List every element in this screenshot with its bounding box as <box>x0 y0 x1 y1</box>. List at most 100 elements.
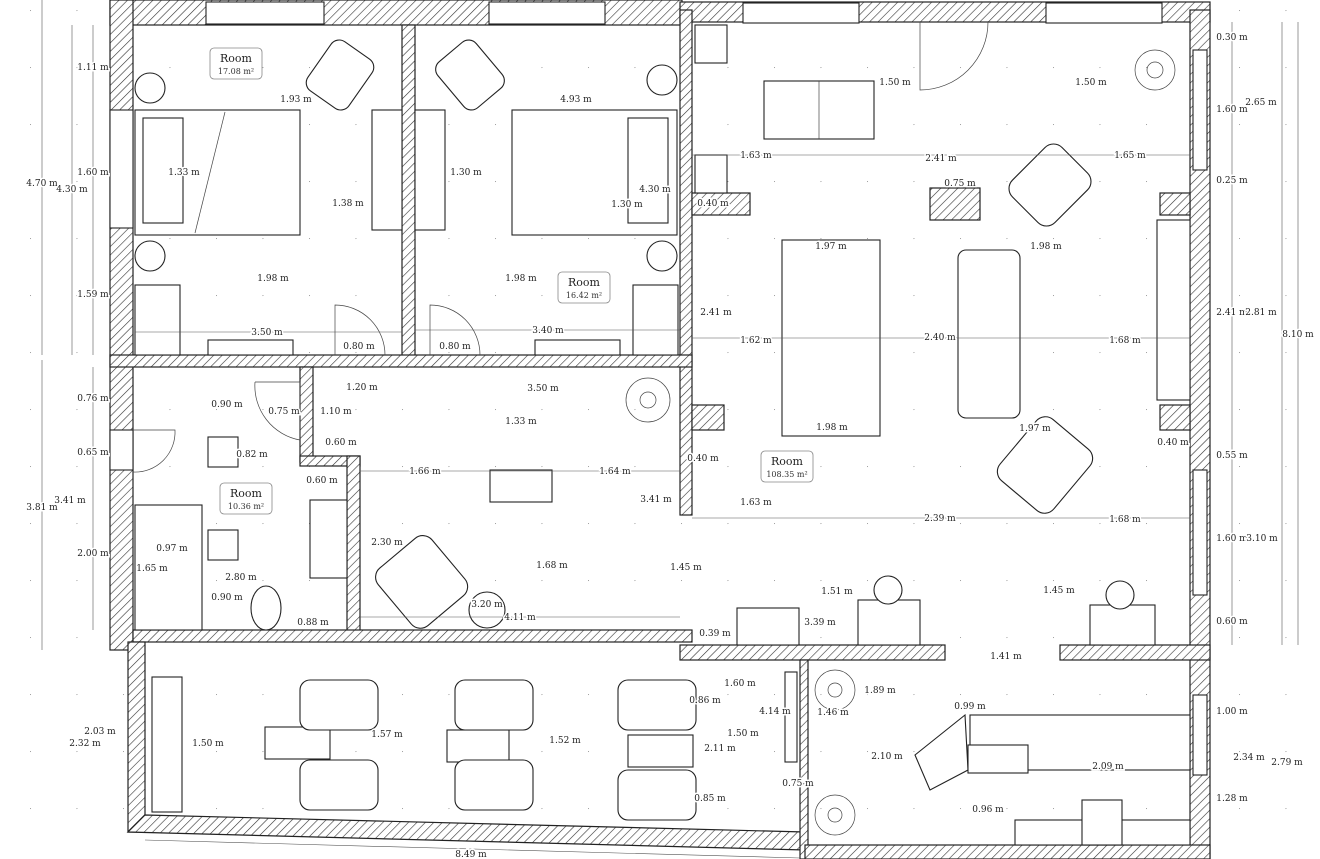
dimension-label: 3.50 m <box>251 328 283 338</box>
dimension-lines <box>41 0 1299 859</box>
dimension-label: 2.03 m <box>84 727 116 737</box>
dimension-label: 4.70 m <box>26 179 58 189</box>
dimension-label: 0.76 m <box>77 394 109 404</box>
dimension-label: 1.68 m <box>536 561 568 571</box>
dimension-label: 1.63 m <box>740 498 772 508</box>
dimension-label: 3.81 m <box>26 503 58 513</box>
dimension-label: 1.98 m <box>505 274 537 284</box>
dimension-label: 0.55 m <box>1216 451 1248 461</box>
dimension-label: 4.11 m <box>504 613 536 623</box>
dimension-label: 0.60 m <box>306 476 338 486</box>
dimension-label: 1.00 m <box>1216 707 1248 717</box>
dimension-label: 1.60 m <box>1216 105 1248 115</box>
room-name: Room <box>568 276 601 289</box>
dimension-label: 1.28 m <box>1216 794 1248 804</box>
dimension-label: 1.62 m <box>740 336 772 346</box>
dimension-label: 2.30 m <box>371 538 403 548</box>
dimension-label: 1.60 m <box>77 168 109 178</box>
dimension-label: 1.46 m <box>817 708 849 718</box>
dimension-label: 1.50 m <box>879 78 911 88</box>
wardrobe <box>371 109 403 231</box>
dimension-label: 3.39 m <box>804 618 836 628</box>
dimension-label: 0.40 m <box>687 454 719 464</box>
dimension-label: 0.90 m <box>211 400 243 410</box>
dimension-label: 2.80 m <box>225 573 257 583</box>
dimension-label: 0.60 m <box>1216 617 1248 627</box>
armchair <box>305 39 375 111</box>
dimension-label: 1.50 m <box>1075 78 1107 88</box>
dimension-label: 1.50 m <box>727 729 759 739</box>
dimension-label: 2.79 m <box>1271 758 1303 768</box>
dimension-label: 0.40 m <box>1157 438 1189 448</box>
dimension-label: 1.65 m <box>136 564 168 574</box>
dimension-label: 1.64 m <box>599 467 631 477</box>
dimension-label: 0.65 m <box>77 448 109 458</box>
room-label-box <box>209 47 263 80</box>
dimension-label: 1.93 m <box>280 95 312 105</box>
dimension-label: 1.33 m <box>168 168 200 178</box>
dimension-label: 1.45 m <box>670 563 702 573</box>
dimension-label: 2.40 m <box>924 333 956 343</box>
dimension-label: 0.97 m <box>156 544 188 554</box>
dimension-label: 0.75 m <box>268 407 300 417</box>
dimension-label: 0.25 m <box>1216 176 1248 186</box>
doors <box>132 21 989 473</box>
dimension-label: 1.98 m <box>816 423 848 433</box>
dimension-label: 3.40 m <box>532 326 564 336</box>
dimension-label: 0.80 m <box>439 342 471 352</box>
dimension-label: 1.97 m <box>1019 424 1051 434</box>
furniture <box>134 24 1191 846</box>
dimension-label: 1.50 m <box>192 739 224 749</box>
dimension-label: 1.59 m <box>77 290 109 300</box>
dimension-label: 2.41 m <box>700 308 732 318</box>
dimension-label: 2.39 m <box>924 514 956 524</box>
room-label-box <box>219 482 273 515</box>
dimension-label: 2.41 m <box>1216 308 1248 318</box>
dimension-label: 1.41 m <box>990 652 1022 662</box>
dimension-label: 1.63 m <box>740 151 772 161</box>
dimension-label: 0.82 m <box>236 450 268 460</box>
dimension-label: 0.40 m <box>697 199 729 209</box>
plants <box>625 49 1176 836</box>
dimension-label: 8.49 m <box>455 850 487 859</box>
dimension-label: 1.11 m <box>77 63 109 73</box>
dimension-label: 4.14 m <box>759 707 791 717</box>
dimension-label: 1.52 m <box>549 736 581 746</box>
bathtub <box>309 499 348 579</box>
nightstand-lamp <box>134 72 166 104</box>
dimension-label: 0.75 m <box>782 779 814 789</box>
dimension-label: 2.81 m <box>1245 308 1277 318</box>
room-area: 17.08 m² <box>218 67 254 76</box>
dimension-label: 0.60 m <box>325 438 357 448</box>
dimension-label: 1.10 m <box>320 407 352 417</box>
dimension-label: 1.68 m <box>1109 515 1141 525</box>
dimension-label: 1.57 m <box>371 730 403 740</box>
dimension-label: 0.86 m <box>689 696 721 706</box>
dimension-label: 0.90 m <box>211 593 243 603</box>
room-name: Room <box>771 455 804 468</box>
toilet <box>250 585 282 631</box>
dimension-label: 8.10 m <box>1282 330 1314 340</box>
room-area: 10.36 m² <box>228 502 264 511</box>
dimension-label: 1.60 m <box>724 679 756 689</box>
dimension-label: 1.45 m <box>1043 586 1075 596</box>
dimension-label: 1.33 m <box>505 417 537 427</box>
room-name: Room <box>230 487 263 500</box>
room-label-box <box>760 450 814 483</box>
dimension-label: 2.41 m <box>925 154 957 164</box>
sideboard <box>1156 219 1191 401</box>
dimension-label: 1.68 m <box>1109 336 1141 346</box>
dimension-label: 1.30 m <box>611 200 643 210</box>
windows <box>109 1 1208 776</box>
dimension-label: 3.41 m <box>640 495 672 505</box>
dimension-label: 2.09 m <box>1092 762 1124 772</box>
dimension-label: 4.93 m <box>560 95 592 105</box>
dimension-label: 1.51 m <box>821 587 853 597</box>
dimension-label: 2.65 m <box>1245 98 1277 108</box>
dimension-label: 1.38 m <box>332 199 364 209</box>
room-name: Room <box>220 52 253 65</box>
dimension-label: 4.30 m <box>639 185 671 195</box>
dimension-label: 1.30 m <box>450 168 482 178</box>
dimension-label: 2.32 m <box>69 739 101 749</box>
dimension-label: 1.89 m <box>864 686 896 696</box>
